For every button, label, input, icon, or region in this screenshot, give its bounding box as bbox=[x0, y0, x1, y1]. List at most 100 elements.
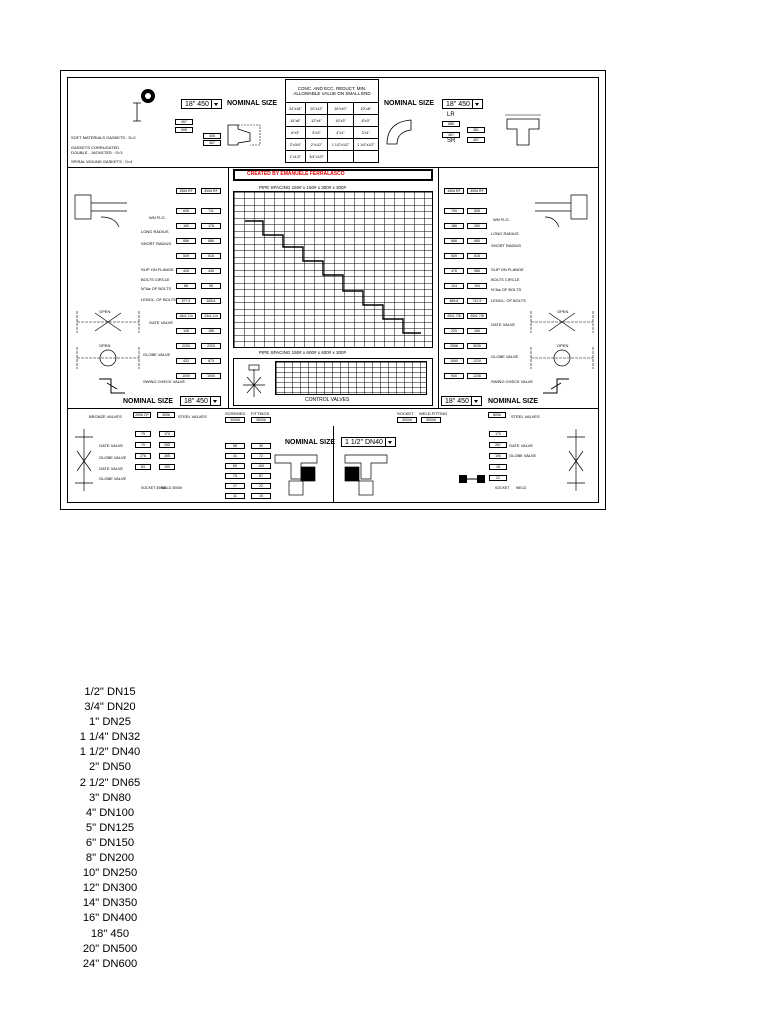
left-label-bolts-circle: BOLTS CIRCLE bbox=[141, 277, 170, 282]
bl-weld-label: WELD 3000# bbox=[161, 486, 182, 490]
value-box: 2203 bbox=[176, 343, 196, 349]
rating-200cp: 200# CP bbox=[133, 412, 151, 418]
right-label-bolts-circle: BOLTS CIRCLE bbox=[491, 277, 520, 282]
size-list-item: 16" DN400 bbox=[82, 912, 138, 925]
size-list-item: 5" DN125 bbox=[85, 821, 135, 834]
screwed-tee-drawing bbox=[274, 454, 318, 496]
value-box: 1245 bbox=[467, 373, 487, 379]
value-box: 186 bbox=[444, 223, 464, 229]
value-box: 30 bbox=[251, 443, 271, 449]
table-cell: 1 1/4"x1/2" bbox=[352, 138, 380, 151]
value-box: 41 bbox=[225, 453, 245, 459]
left-label-wn: WN FLG. bbox=[149, 215, 166, 220]
value-box: 18 bbox=[489, 464, 507, 470]
value-box: 267 bbox=[489, 442, 507, 448]
bottom-mid-divider bbox=[333, 426, 334, 503]
value-box: 685.8 bbox=[444, 298, 464, 304]
value-box: 790 bbox=[444, 208, 464, 214]
piping-reference-sheet: 18" 450 NOMINAL SIZE 457 508 406 457 SOF… bbox=[60, 70, 606, 510]
rating-3000-socket: 3000# bbox=[397, 417, 417, 423]
value-box: 457 bbox=[203, 140, 221, 146]
right-label-globe: GLOBE VALVE bbox=[491, 354, 519, 359]
chevron-down-icon bbox=[471, 100, 482, 108]
value-box: 250 bbox=[467, 223, 487, 229]
value-box: 686 bbox=[176, 238, 196, 244]
value-box: 432 bbox=[176, 358, 196, 364]
value-box: 1000 bbox=[176, 373, 196, 379]
value-box: 73 bbox=[225, 473, 245, 479]
table-cell: 2"x1/2" bbox=[304, 138, 329, 151]
chevron-down-icon bbox=[210, 100, 221, 108]
value-box: 79 bbox=[135, 431, 151, 437]
open-label: OPEN bbox=[557, 343, 569, 348]
value-box: 190 bbox=[159, 464, 175, 470]
value-box: 22 bbox=[489, 475, 507, 481]
value-box: 940 bbox=[444, 373, 464, 379]
nominal-size-value: 18" 450 bbox=[185, 101, 209, 108]
gate-valve-drawing-right bbox=[530, 311, 594, 333]
bronze-valves-label: BRONZE VALVES bbox=[89, 414, 122, 419]
control-valve-icon bbox=[243, 364, 265, 397]
right-label-bolt-length: LENGL. OF BOLTS bbox=[491, 298, 526, 303]
chevron-down-icon bbox=[209, 397, 220, 405]
nominal-size-select-bottom-right[interactable]: 18" 450 bbox=[441, 396, 482, 406]
value-box: 11 bbox=[225, 493, 245, 499]
value-box: 381 bbox=[467, 127, 485, 133]
value-box: 178 bbox=[201, 223, 221, 229]
value-box: 170 bbox=[159, 431, 175, 437]
elbow-drawing-icon bbox=[386, 119, 412, 145]
value-box: 686 bbox=[467, 238, 487, 244]
value-box: 194 bbox=[467, 283, 487, 289]
value-box: 160 bbox=[176, 223, 196, 229]
left-label-short-radius: SHORT RADIUS bbox=[141, 241, 172, 246]
nominal-size-label: NOMINAL SIZE bbox=[384, 100, 435, 107]
nominal-size-label: NOMINAL SIZE bbox=[488, 398, 539, 405]
nominal-size-label: NOMINAL SIZE bbox=[227, 100, 278, 107]
nominal-size-select-top-right[interactable]: 18" 450 bbox=[442, 99, 483, 109]
value-box: 124 bbox=[444, 283, 464, 289]
value-box: 711 bbox=[201, 208, 221, 214]
open-label: OPEN bbox=[557, 309, 569, 314]
right-label-long-radius: LONG RADIUS bbox=[491, 231, 519, 236]
created-by-banner bbox=[233, 169, 433, 181]
size-list-item: 3" DN80 bbox=[89, 791, 131, 804]
br-label-globe: GLOBE VALVE bbox=[509, 453, 537, 458]
chevron-down-icon bbox=[470, 397, 481, 405]
value-box: 266 bbox=[467, 328, 487, 334]
size-list-item: 6" DN150 bbox=[85, 836, 135, 849]
table-cell bbox=[327, 150, 354, 163]
fittings-label: FITTINGS bbox=[251, 411, 270, 416]
nominal-size-select-top-left[interactable]: 18" 450 bbox=[181, 99, 222, 109]
nominal-size-label: NOMINAL SIZE bbox=[123, 398, 174, 405]
size-list-item: 1 1/4" DN32 bbox=[79, 731, 141, 744]
table-cell: 6"x3" bbox=[285, 126, 306, 139]
value-box: 17 bbox=[225, 483, 245, 489]
value-box: 98 bbox=[201, 283, 221, 289]
rating-800: 800# bbox=[488, 412, 506, 418]
size-list-item: 1/2" DN15 bbox=[84, 686, 136, 698]
value-box: 2203 bbox=[201, 343, 221, 349]
size-list-item: 20" DN500 bbox=[82, 942, 138, 955]
value-box: 15 bbox=[251, 493, 271, 499]
spacing-title-bottom: PIPE SPACING 150# x 600# x 600# x 300# bbox=[259, 350, 346, 355]
created-by-text: CREATED BY EMANUELE FERRALASCO bbox=[247, 171, 345, 177]
size-list-item: 2 1/2" DN65 bbox=[79, 776, 141, 789]
header-divider bbox=[67, 167, 599, 168]
left-label-bolts-count: N°&ø OF BOLTS bbox=[141, 286, 172, 291]
rating-3000-fittings: 3000# bbox=[251, 417, 271, 423]
left-label-gate: GATE VALVE bbox=[149, 320, 174, 325]
nominal-size-select-bottom-left[interactable]: 18" 450 bbox=[180, 396, 221, 406]
left-column-divider bbox=[228, 167, 229, 408]
control-valves-label: CONTROL VALVES bbox=[305, 397, 350, 403]
rating-3000-screwed: 3000# bbox=[225, 417, 245, 423]
gasket-note-soft: SOFT MATERIALS GASKETS : S=2 bbox=[71, 135, 136, 140]
value-box: 577.9 bbox=[176, 298, 196, 304]
reducer-drawing-icon bbox=[227, 124, 261, 146]
nominal-size-select-small-bore[interactable]: 1 1/2" DN40 bbox=[341, 437, 396, 447]
globe-valve-drawing-left bbox=[76, 347, 140, 369]
left-label-swing-check: SWING CHECK VALVE bbox=[143, 379, 186, 384]
bl-socket-label: SOCKET 3000# bbox=[141, 486, 167, 490]
open-label: OPEN bbox=[99, 309, 111, 314]
br-label-gate: GATE VALVE bbox=[509, 443, 534, 448]
steel-valves-label: STEEL VALVES bbox=[178, 414, 207, 419]
